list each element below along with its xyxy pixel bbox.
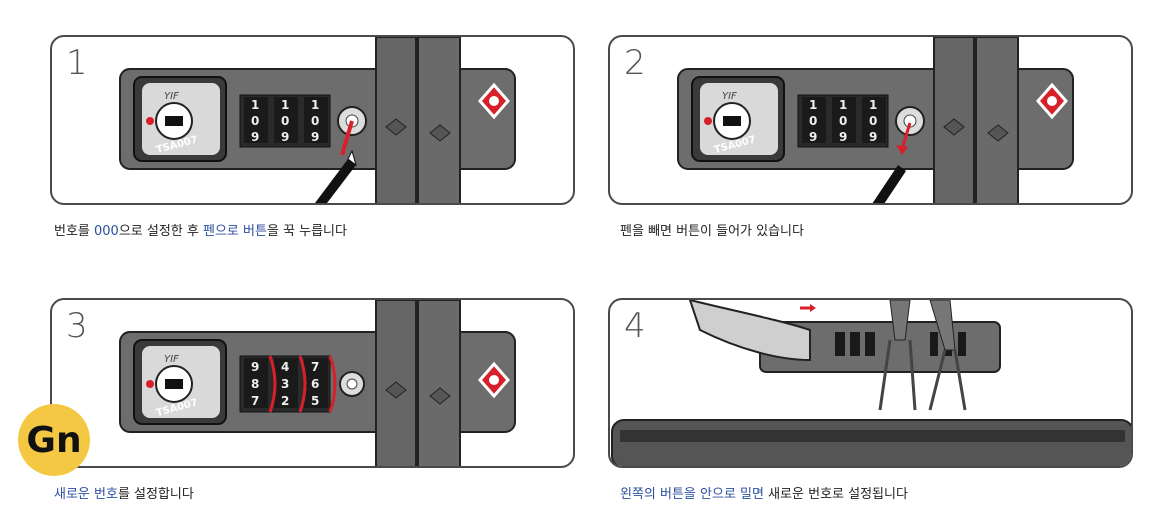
svg-text:9: 9 (311, 130, 319, 144)
step-number: 1 (66, 43, 88, 83)
step-4-caption: 왼쪽의 버튼을 안으로 밀면 새로운 번호로 설정됩니다 (620, 487, 908, 502)
svg-text:1: 1 (869, 98, 877, 112)
svg-text:7: 7 (311, 360, 319, 374)
watermark-badge: Gn (18, 404, 90, 476)
svg-text:9: 9 (251, 130, 259, 144)
svg-text:4: 4 (281, 360, 289, 374)
step-1-caption: 번호를 000으로 설정한 후 펜으로 버튼을 꾹 누릅니다 (54, 224, 347, 239)
step-2-caption: 펜을 빼면 버튼이 들어가 있습니다 (620, 224, 804, 239)
suitcase-illustration (611, 300, 1131, 466)
svg-text:1: 1 (251, 98, 259, 112)
svg-text:5: 5 (311, 394, 319, 408)
step-3-caption: 새로운 번호를 설정합니다 (54, 487, 194, 502)
dial-window: 1 0 9 1 0 9 1 0 9 (239, 94, 331, 148)
svg-text:YIF: YIF (164, 354, 179, 365)
step-number: 2 (624, 43, 646, 83)
svg-text:2: 2 (281, 394, 289, 408)
lock-brand: YIF (164, 91, 179, 102)
svg-text:9: 9 (281, 130, 289, 144)
svg-text:9: 9 (251, 360, 259, 374)
svg-text:0: 0 (251, 114, 259, 128)
svg-text:3: 3 (281, 377, 289, 391)
svg-text:8: 8 (251, 377, 259, 391)
svg-text:9: 9 (869, 130, 877, 144)
svg-text:YIF: YIF (722, 91, 737, 102)
step-4-panel: 4 (608, 298, 1133, 468)
lock-illustration: YIF TSA007 109 109 109 (119, 37, 516, 203)
svg-text:0: 0 (809, 114, 817, 128)
svg-text:6: 6 (311, 377, 319, 391)
svg-text:0: 0 (839, 114, 847, 128)
step-number: 3 (66, 306, 88, 346)
step-number: 4 (624, 306, 646, 346)
svg-text:1: 1 (311, 98, 319, 112)
svg-text:9: 9 (839, 130, 847, 144)
svg-text:0: 0 (281, 114, 289, 128)
svg-text:1: 1 (281, 98, 289, 112)
lock-illustration: YIF TSA007 987 432 765 (119, 300, 516, 466)
svg-text:0: 0 (311, 114, 319, 128)
svg-text:1: 1 (839, 98, 847, 112)
lock-illustration: YIF TSA007 109 109 109 (677, 37, 1074, 203)
svg-text:1: 1 (809, 98, 817, 112)
svg-text:0: 0 (869, 114, 877, 128)
svg-text:9: 9 (809, 130, 817, 144)
svg-text:7: 7 (251, 394, 259, 408)
